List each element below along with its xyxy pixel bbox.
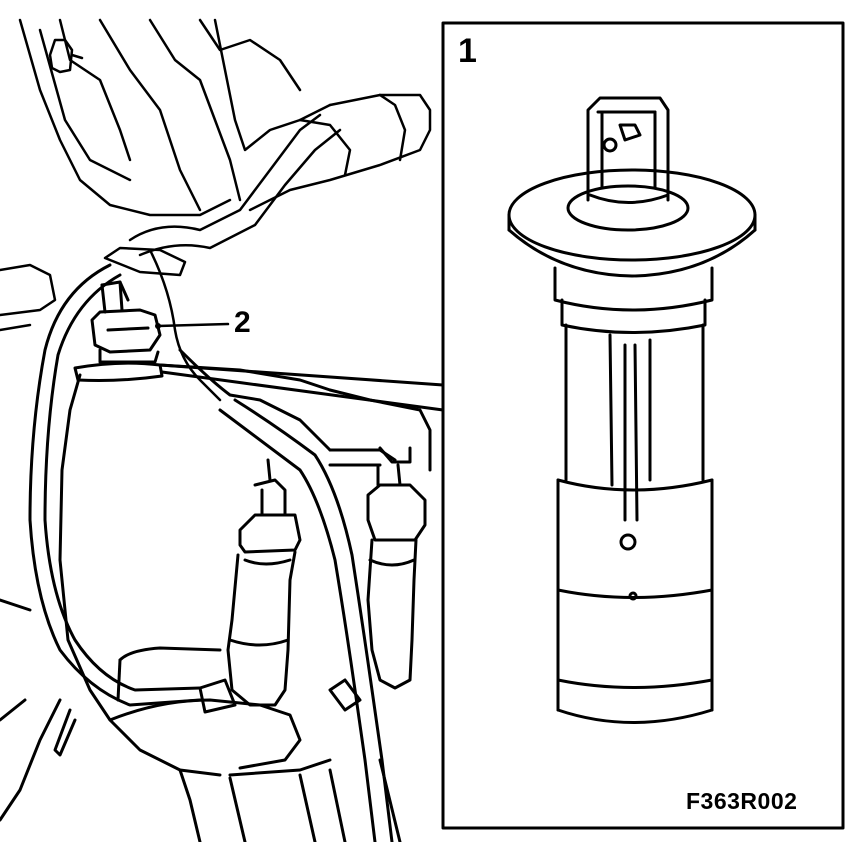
callout-1-label: 1 [458,32,477,70]
washer-pump-front [226,458,302,707]
wiring-harness [103,113,342,402]
callout-2-leader [156,322,230,328]
inset-frame [441,21,845,830]
callout-2-dot [155,323,161,329]
callout-2-label: 2 [234,306,251,339]
level-sensor-detail [507,96,757,724]
installed-level-sensor [90,280,162,364]
washer-hoses [28,263,412,844]
body-structure [0,18,432,332]
inset-leader-lines [158,363,445,412]
washer-pump-rear [366,463,427,690]
figure-code: F363R002 [686,788,798,814]
